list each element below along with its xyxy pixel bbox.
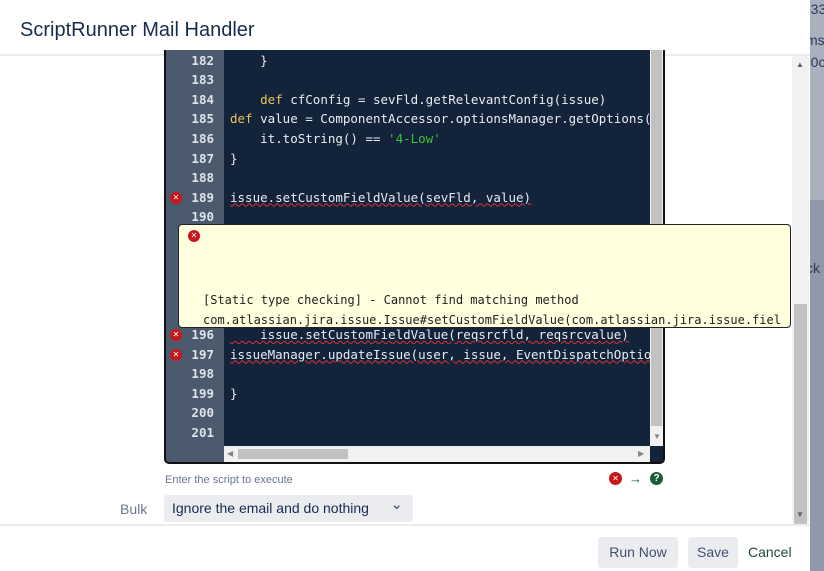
code-line[interactable]: 188	[166, 168, 651, 188]
keyword: def	[260, 91, 283, 107]
line-number: 183	[191, 72, 214, 88]
editor-horizontal-scrollbar[interactable]: ◀ ▶	[224, 446, 650, 462]
line-number: 200	[191, 405, 214, 421]
cancel-link[interactable]: Cancel	[748, 544, 792, 560]
scrollbar-thumb[interactable]	[238, 449, 348, 459]
line-number: 190	[191, 209, 214, 225]
code-text: }	[230, 51, 650, 71]
line-number: 184	[191, 91, 214, 107]
line-number: 189	[191, 189, 214, 205]
bg-text: -33	[810, 1, 824, 17]
scroll-up-arrow-icon[interactable]: ▲	[796, 60, 804, 69]
code-text: def value = ComponentAccessor.optionsMan…	[230, 109, 650, 129]
error-message: [Static type checking] - Cannot find mat…	[203, 293, 781, 327]
scroll-left-arrow-icon[interactable]: ◀	[227, 449, 234, 458]
code-token: value = ComponentAccessor.optionsManager…	[260, 111, 650, 127]
code-line[interactable]: 201	[166, 423, 651, 443]
editor-hint: Enter the script to execute	[165, 474, 293, 486]
code-token: }	[230, 150, 238, 166]
arrow-right-icon[interactable]: →	[629, 471, 642, 486]
code-text: }	[230, 384, 650, 404]
code-token: cfConfig = sevFld.getRelevantConfig(issu…	[282, 91, 607, 107]
bulk-selected-value: Ignore the email and do nothing	[172, 500, 369, 516]
code-line[interactable]: 199}	[166, 384, 651, 404]
code-token: issue.setCustomFieldValue(reqsrcfld, req…	[230, 326, 629, 342]
line-number: 196	[191, 326, 214, 342]
code-token: issueManager.updateIssue(user, issue, Ev…	[230, 346, 650, 362]
scroll-right-arrow-icon[interactable]: ▶	[638, 449, 645, 458]
code-text: issueManager.updateIssue(user, issue, Ev…	[230, 345, 650, 365]
line-number: 188	[191, 170, 214, 186]
code-text: def cfConfig = sevFld.getRelevantConfig(…	[230, 90, 650, 110]
scroll-down-arrow-icon[interactable]: ▼	[796, 510, 804, 519]
code-line[interactable]: 187}	[166, 149, 651, 169]
code-line[interactable]: 198	[166, 364, 651, 384]
background-page: -33 ms -0c ck	[810, 0, 824, 571]
code-line[interactable]: ✕ 196 issue.setCustomFieldValue(reqsrcfld…	[166, 325, 651, 345]
line-number: 185	[191, 111, 214, 127]
code-token: it.toString() ==	[230, 130, 389, 146]
line-number: 198	[191, 366, 214, 382]
code-token: }	[230, 52, 268, 68]
line-number: 197	[191, 346, 214, 362]
error-status-icon[interactable]: ✕	[609, 472, 622, 485]
code-line[interactable]: ✕ 197 issueManager.updateIssue(user, issue…	[166, 345, 651, 365]
code-line[interactable]: 182 }	[166, 51, 651, 71]
bulk-select[interactable]: Ignore the email and do nothing ⌄	[164, 495, 413, 522]
code-line[interactable]: 183	[166, 70, 651, 90]
line-number: 186	[191, 130, 214, 146]
code-token: }	[230, 385, 238, 401]
bg-text: ms	[810, 32, 824, 48]
keyword: def	[230, 111, 253, 127]
code-line[interactable]: 186 it.toString() == '4-Low'	[166, 129, 651, 149]
code-line[interactable]: 200	[166, 403, 651, 423]
bg-text: ck	[810, 260, 820, 276]
run-now-button[interactable]: Run Now	[598, 537, 678, 568]
code-token	[230, 92, 260, 107]
code-token: issue.setCustomFieldValue(sevFld, value)	[230, 189, 532, 205]
error-icon: ✕	[188, 230, 200, 242]
bg-text: -0c	[810, 54, 824, 70]
error-marker-icon[interactable]: ✕	[170, 328, 182, 341]
chevron-down-icon: ⌄	[390, 496, 403, 513]
dialog-header: ScriptRunner Mail Handler	[0, 0, 810, 56]
scrollbar-thumb[interactable]	[794, 304, 807, 532]
code-text: }	[230, 149, 650, 169]
line-number: 199	[191, 385, 214, 401]
help-icon[interactable]: ?	[650, 472, 663, 485]
error-marker-icon[interactable]: ✕	[170, 348, 182, 361]
code-line[interactable]: ✕ 189 issue.setCustomFieldValue(sevFld, va…	[166, 188, 651, 208]
dialog-footer: Run Now Save Cancel	[0, 524, 810, 571]
error-tooltip: ✕ [Static type checking] - Cannot find m…	[178, 224, 791, 328]
string-literal: '4-Low'	[388, 130, 441, 146]
bulk-label: Bulk	[120, 501, 148, 517]
save-button[interactable]: Save	[688, 537, 738, 568]
scroll-down-arrow-icon[interactable]: ▼	[653, 432, 661, 441]
code-text: it.toString() == '4-Low'	[230, 129, 650, 149]
code-line[interactable]: 190	[166, 207, 651, 227]
dialog-scrollbar[interactable]: ▲ ▼	[792, 56, 809, 532]
line-number: 187	[191, 150, 214, 166]
code-line[interactable]: 184 def cfConfig = sevFld.getRelevantCon…	[166, 90, 651, 110]
error-marker-icon[interactable]: ✕	[170, 191, 182, 204]
code-line[interactable]: 185 def value = ComponentAccessor.options…	[166, 109, 651, 129]
dialog-title: ScriptRunner Mail Handler	[20, 19, 255, 41]
code-text: issue.setCustomFieldValue(sevFld, value)	[230, 188, 650, 208]
code-text: issue.setCustomFieldValue(reqsrcfld, req…	[230, 325, 650, 345]
line-number: 201	[191, 424, 214, 440]
line-number: 182	[191, 52, 214, 68]
